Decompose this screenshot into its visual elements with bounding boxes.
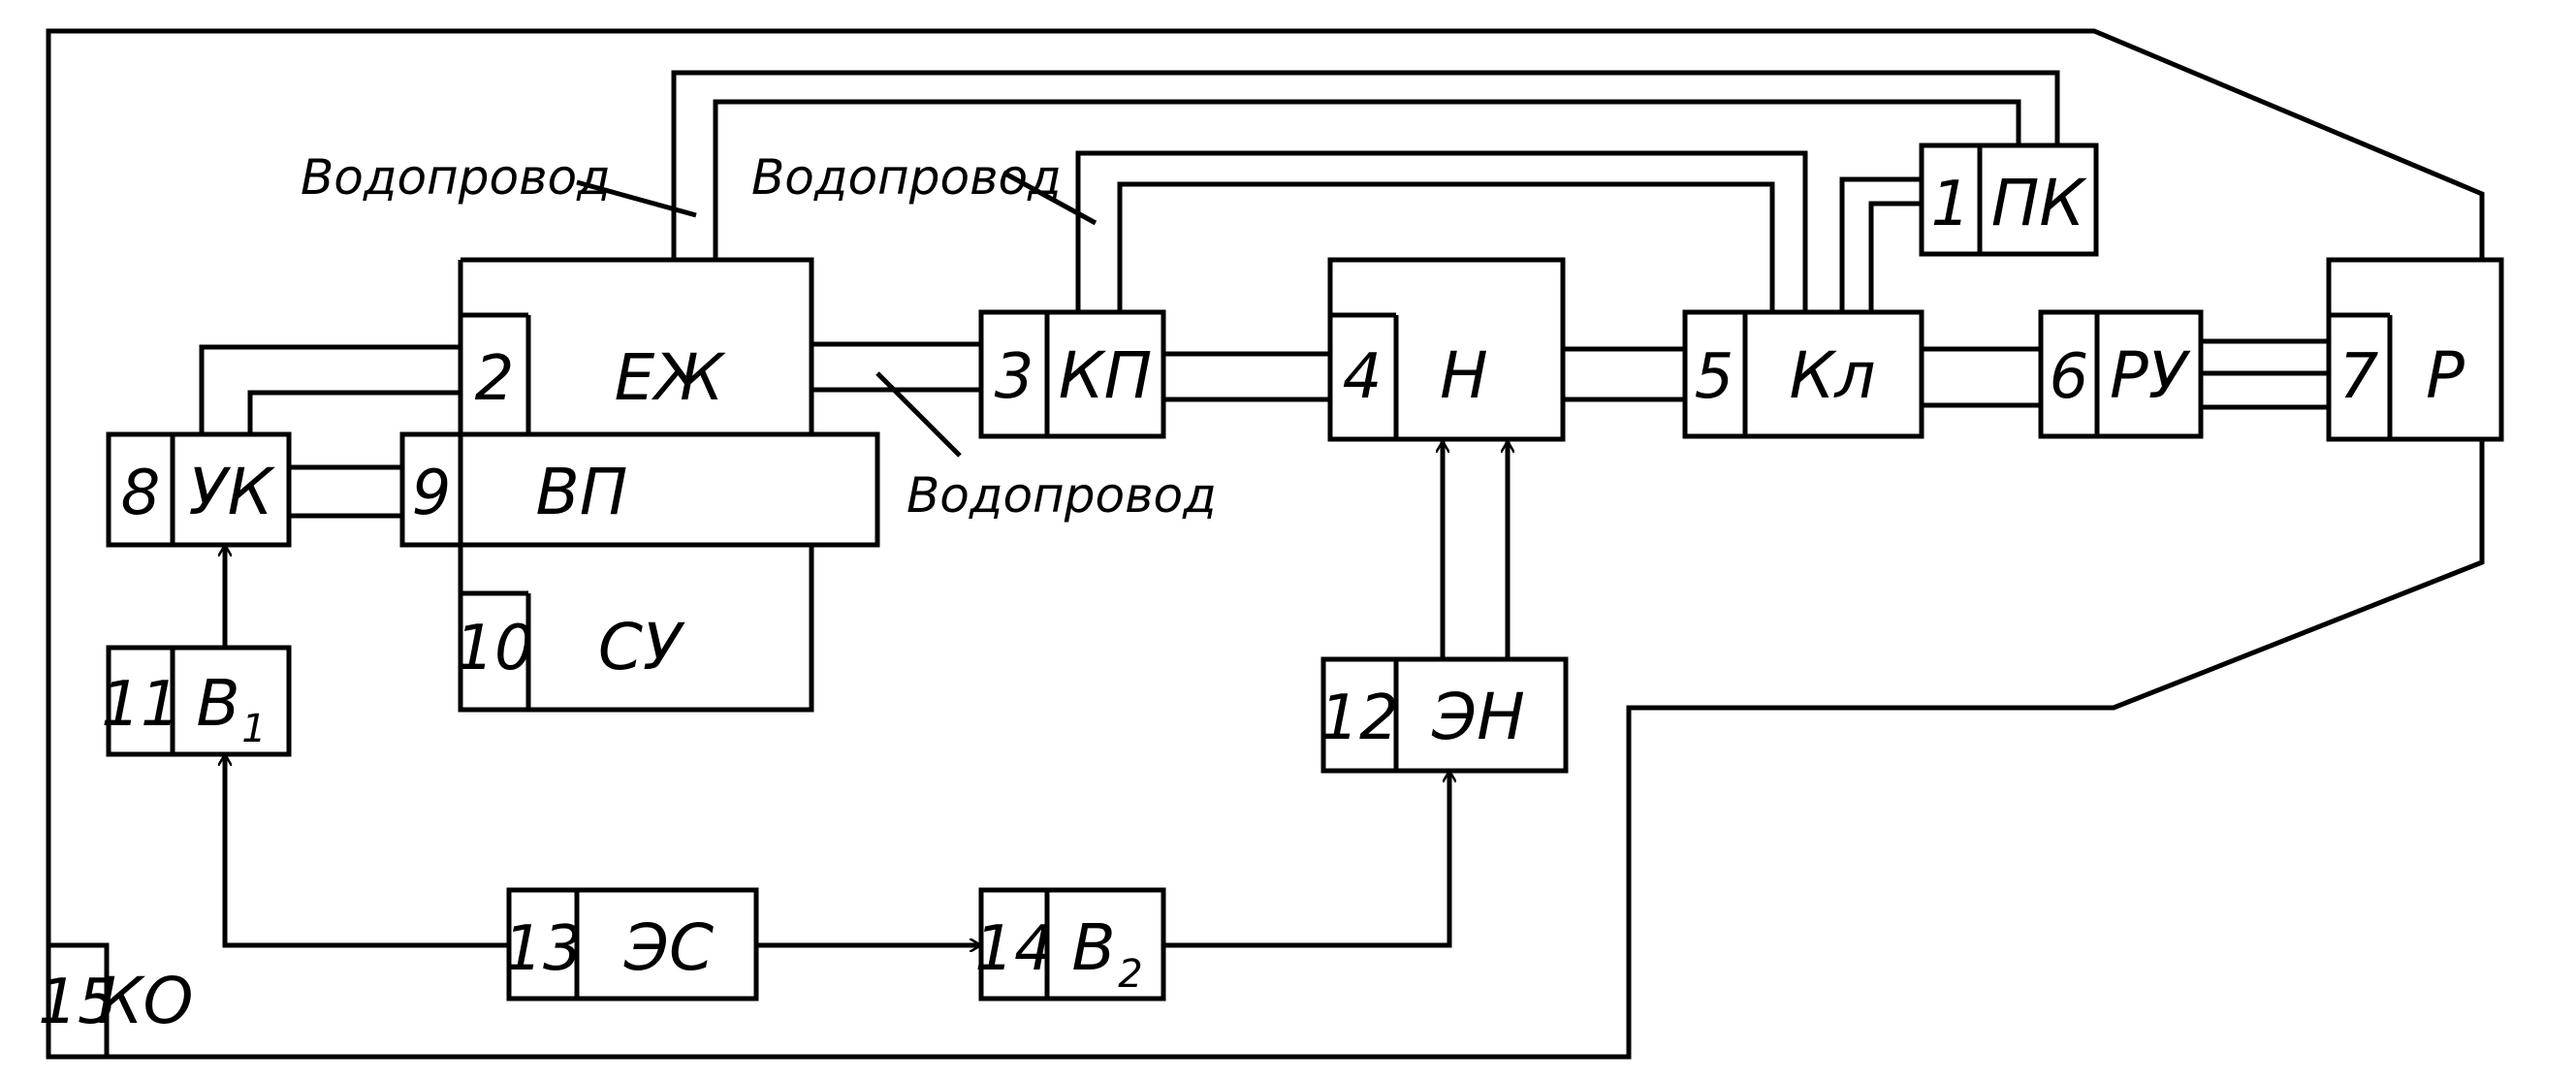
block-7-label: Р bbox=[2426, 338, 2465, 413]
block-2-number: 2 bbox=[475, 343, 515, 415]
block-4: 4 Н bbox=[1330, 260, 1563, 439]
block-2-label: ЕЖ bbox=[615, 340, 727, 415]
block-8: 8 УК bbox=[109, 434, 289, 545]
block-7-number: 7 bbox=[2339, 341, 2379, 413]
block-8-number: 8 bbox=[121, 458, 161, 529]
block-1-label: ПК bbox=[1991, 166, 2088, 240]
block-10: 10 СУ bbox=[455, 545, 685, 710]
block-4-label: Н bbox=[1440, 338, 1488, 413]
block-13-number: 13 bbox=[503, 913, 582, 985]
block-10-number: 10 bbox=[455, 613, 533, 684]
block-12-label: ЭН bbox=[1431, 680, 1525, 754]
enclosure-label: КО bbox=[98, 964, 194, 1038]
block-9-label: ВП bbox=[536, 455, 628, 529]
pipe-label-2: Водопровод bbox=[751, 149, 1062, 206]
block-11-number: 11 bbox=[101, 669, 179, 741]
block-14-subscript: 2 bbox=[1118, 952, 1142, 997]
block-12-number: 12 bbox=[1320, 683, 1398, 754]
pipe-label-1: Водопровод bbox=[301, 149, 611, 206]
block-13-label: ЭС bbox=[623, 910, 714, 985]
block-3: 3 КП bbox=[981, 312, 1163, 436]
block-4-number: 4 bbox=[1343, 341, 1383, 413]
block-12: 12 ЭН bbox=[1320, 659, 1566, 771]
pipe-label-3: Водопровод bbox=[906, 467, 1217, 524]
block-5: 5 Кл bbox=[1685, 312, 1922, 436]
block-1-number: 1 bbox=[1931, 169, 1971, 240]
block-14-number: 14 bbox=[974, 913, 1053, 985]
block-6-label: РУ bbox=[2110, 338, 2191, 413]
block-8-label: УК bbox=[188, 455, 275, 529]
block-3-label: КП bbox=[1059, 338, 1153, 413]
block-14: 14 В 2 bbox=[974, 890, 1163, 999]
block-6-number: 6 bbox=[2050, 341, 2089, 413]
block-3-number: 3 bbox=[995, 341, 1034, 413]
block-11-label: В bbox=[196, 666, 239, 741]
block-13: 13 ЭС bbox=[503, 890, 756, 999]
block-9-number: 9 bbox=[412, 458, 452, 529]
block-11: 11 В 1 bbox=[101, 648, 289, 754]
block-5-label: Кл bbox=[1789, 338, 1875, 413]
block-7: 7 Р bbox=[2329, 260, 2501, 439]
block-14-label: В bbox=[1071, 910, 1115, 985]
block-11-subscript: 1 bbox=[241, 707, 266, 751]
block-10-label: СУ bbox=[598, 610, 685, 684]
block-1: 1 ПК bbox=[1922, 145, 2096, 254]
block-5-number: 5 bbox=[1695, 341, 1734, 413]
block-9: 9 ВП bbox=[402, 434, 877, 545]
block-6: 6 РУ bbox=[2041, 312, 2201, 436]
